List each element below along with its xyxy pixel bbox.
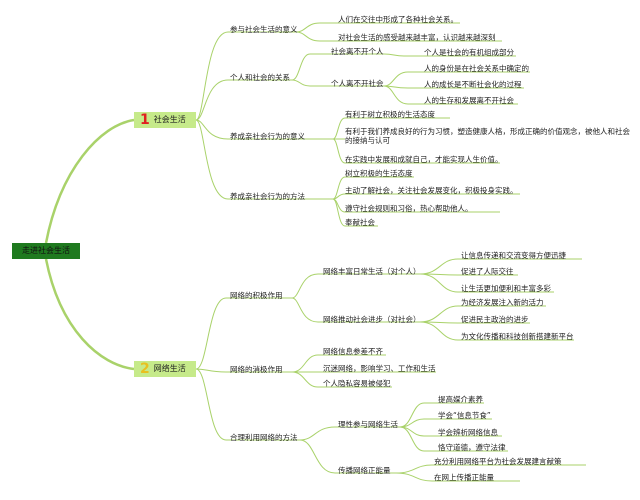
subtopic-rational-participation: 理性参与网络生活 [338, 420, 398, 429]
leaf-item: 人的身份是在社会关系中确定的 [424, 64, 529, 73]
leaf-item: 对社会生活的感受越来越丰富，认识越来越深刻 [338, 33, 496, 42]
leaf-item: 个人隐私容易被侵犯 [323, 379, 391, 388]
leaf-item: 在网上传播正能量 [434, 473, 494, 482]
leaf-item: 人的成长是不断社会化的过程 [424, 80, 522, 89]
subtopic-positive-energy: 传播网络正能量 [338, 466, 391, 475]
leaf-item: 奉献社会 [345, 218, 375, 227]
branch-label: 网络生活 [153, 364, 186, 373]
branch-number-1: 1 [140, 112, 150, 128]
leaf-item: 学会“信息节食” [438, 411, 491, 420]
leaf-item: 树立积极的生活态度 [345, 169, 413, 178]
topic-network-positive: 网络的积极作用 [230, 291, 283, 300]
leaf-item: 主动了解社会，关注社会发展变化，积极投身实践。 [345, 186, 518, 195]
leaf-item: 充分利用网络平台为社会发展建言献策 [434, 457, 562, 466]
leaf-item: 沉迷网络，影响学习、工作和生活 [323, 364, 436, 373]
leaf-item: 为经济发展注入新的活力 [461, 298, 544, 307]
subtopic-network-daily-life: 网络丰富日常生活（对个人） [323, 267, 421, 276]
leaf-item: 为文化传播和科技创新搭建新平台 [461, 332, 574, 341]
leaf-item: 人们在交往中形成了各种社会关系。 [338, 15, 458, 24]
leaf-item: 有利于我们养成良好的行为习惯，塑造健康人格，形成正确的价值观念，被他人和社会的接… [345, 127, 630, 145]
branch-number-2: 2 [140, 361, 150, 377]
leaf-item: 让生活更加便利和丰富多彩 [461, 284, 551, 293]
subtopic-individual-needs-society: 个人离不开社会 [331, 79, 384, 88]
subtopic-network-social-progress: 网络推动社会进步（对社会） [323, 315, 421, 324]
leaf-item: 让信息传递和交流变得方便迅捷 [461, 251, 566, 260]
leaf-item: 促进了人际交往 [461, 267, 514, 276]
topic-network-method: 合理利用网络的方法 [230, 433, 298, 442]
topic-prosocial-meaning: 养成亲社会行为的意义 [230, 132, 305, 141]
leaf-item: 学会辨析网络信息 [438, 428, 498, 437]
leaf-item: 促进民主政治的进步 [461, 315, 529, 324]
root-label: 走进社会生活 [22, 246, 70, 255]
subtopic-society-needs-individual: 社会离不开个人 [331, 47, 384, 56]
root-node: 走进社会生活 [12, 243, 80, 259]
leaf-item: 恪守道德，遵守法律 [438, 443, 506, 452]
leaf-item: 提高媒介素养 [438, 395, 483, 404]
topic-individual-society: 个人和社会的关系 [230, 73, 290, 82]
topic-network-negative: 网络的消极作用 [230, 365, 283, 374]
leaf-item: 网络信息参差不齐 [323, 347, 383, 356]
topic-prosocial-method: 养成亲社会行为的方法 [230, 192, 305, 201]
leaf-item: 个人是社会的有机组成部分 [424, 48, 514, 57]
topic-participation-meaning: 参与社会生活的意义 [230, 25, 298, 34]
branch-label: 社会生活 [153, 115, 186, 124]
leaf-item: 有利于树立积极的生活态度 [345, 110, 435, 119]
leaf-item: 人的生存和发展离不开社会 [424, 96, 514, 105]
leaf-item: 在实践中发展和成就自己，才能实现人生价值。 [345, 155, 503, 164]
leaf-item: 遵守社会规则和习俗，热心帮助他人。 [345, 204, 473, 213]
